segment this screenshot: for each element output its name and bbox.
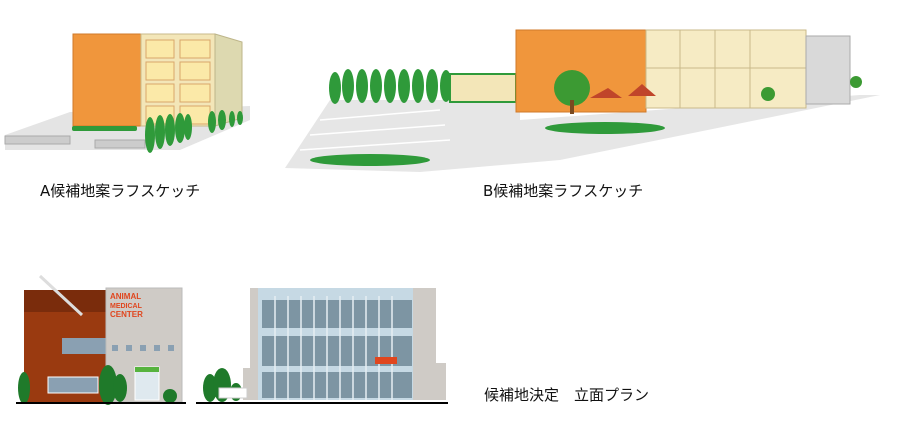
- elevation-right-illustration: [196, 288, 448, 404]
- caption-sketch-a: A候補地案ラフスケッチ: [40, 182, 201, 200]
- elevation-left-illustration: ANIMAL MEDICAL CENTER: [16, 274, 186, 405]
- sign-line-1: ANIMAL: [110, 292, 141, 301]
- caption-sketch-b: B候補地案ラフスケッチ: [483, 182, 644, 200]
- sketch-a-illustration: [4, 33, 250, 153]
- sign-line-3: CENTER: [110, 310, 143, 319]
- sketch-b-illustration: [285, 29, 880, 172]
- sign-line-2: MEDICAL: [110, 303, 143, 310]
- caption-elevation: 候補地決定 立面プラン: [484, 386, 650, 404]
